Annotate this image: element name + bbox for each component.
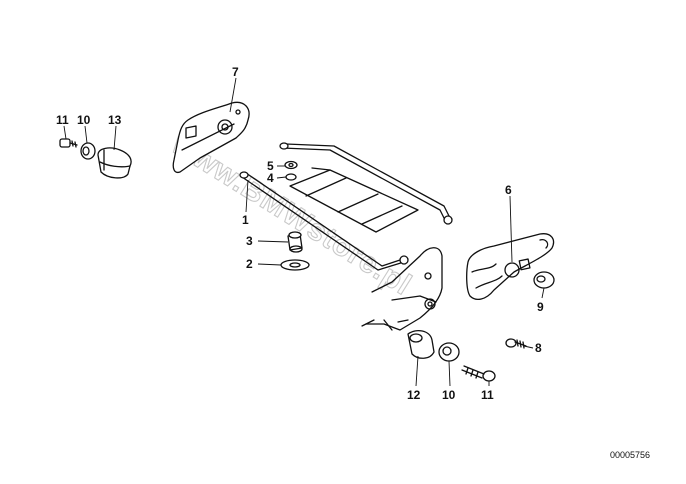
callout-4: 4 — [267, 171, 274, 185]
part-bushing-10-left — [80, 142, 96, 160]
callout-labels: 11 10 13 7 5 4 1 3 2 6 9 8 12 10 11 — [56, 65, 544, 402]
part-bracket-7 — [172, 101, 250, 174]
leader-lines — [63, 77, 545, 387]
callout-10-right: 10 — [442, 388, 456, 402]
callout-12: 12 — [407, 388, 421, 402]
part-washer-4 — [285, 173, 297, 181]
part-bushing-10-right — [438, 342, 460, 362]
part-bolt-8 — [505, 338, 527, 349]
part-sleeve-12 — [407, 329, 435, 359]
part-screw-11-left — [59, 138, 78, 148]
part-rubber-mount-13 — [97, 147, 132, 179]
part-rubber-buffer-3 — [287, 231, 303, 253]
part-flat-washer-2 — [280, 259, 310, 271]
callout-7: 7 — [232, 65, 239, 79]
callout-5: 5 — [267, 159, 274, 173]
callout-3: 3 — [246, 234, 253, 248]
callout-13: 13 — [108, 113, 122, 127]
part-nut-5 — [284, 160, 298, 170]
callout-8: 8 — [535, 341, 542, 355]
callout-10-left: 10 — [77, 113, 91, 127]
part-bushing-9 — [533, 271, 555, 289]
callout-11-right: 11 — [481, 388, 494, 402]
callout-2: 2 — [246, 257, 253, 271]
part-carrier-frame-1 — [239, 142, 453, 271]
part-bolt-11-right — [461, 365, 496, 382]
callout-11-left: 11 — [56, 113, 69, 127]
part-housing — [361, 247, 443, 331]
callout-6: 6 — [505, 183, 512, 197]
reference-number: 00005756 — [610, 450, 650, 460]
callout-1: 1 — [242, 213, 249, 227]
callout-9: 9 — [537, 300, 544, 314]
part-bracket-6 — [466, 233, 555, 301]
